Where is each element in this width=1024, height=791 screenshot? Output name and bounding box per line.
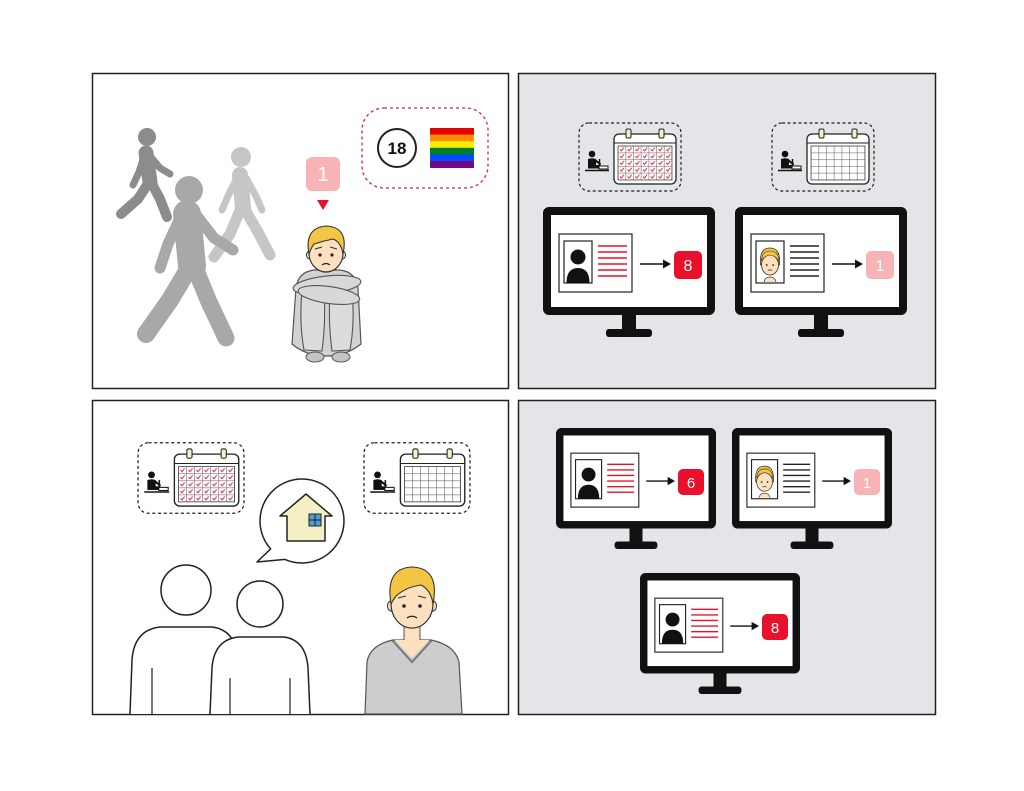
walking-person-icon bbox=[116, 128, 174, 222]
boy-eye bbox=[330, 253, 334, 257]
boy-leg-right bbox=[328, 291, 354, 352]
monitor: 1 bbox=[735, 207, 907, 337]
person-back-view bbox=[209, 580, 311, 715]
count-badge-label: 8 bbox=[771, 620, 779, 637]
age-badge-label: 18 bbox=[388, 139, 407, 158]
walking-person-icon bbox=[208, 147, 276, 263]
age-badge-icon bbox=[377, 128, 417, 168]
boy-leg-left bbox=[300, 291, 326, 352]
count-badge-label: 1 bbox=[876, 258, 885, 275]
boy-eyebrows bbox=[397, 595, 427, 599]
boy-v-neck bbox=[391, 639, 433, 664]
count-badge bbox=[854, 469, 880, 495]
person-head bbox=[236, 580, 284, 628]
boy-shoe-left bbox=[305, 351, 325, 363]
boy-eye bbox=[318, 253, 322, 257]
count-badge-label: 1 bbox=[863, 475, 871, 492]
panel-3 bbox=[91, 399, 510, 716]
monitor: 8 bbox=[543, 207, 715, 337]
panel-4: 6 1 8 bbox=[517, 399, 937, 716]
count-badge-label: 6 bbox=[687, 475, 695, 492]
walking-person-icon bbox=[137, 176, 239, 347]
boy-eye bbox=[402, 604, 406, 608]
boy-hair bbox=[389, 566, 435, 606]
boy-hair bbox=[307, 225, 345, 257]
sad-boy-icon bbox=[291, 225, 362, 363]
rainbow-flag-icon bbox=[430, 128, 474, 168]
count-badge-label: 8 bbox=[684, 258, 693, 275]
boy-arm bbox=[297, 284, 361, 306]
alert-badge-count: 1 bbox=[317, 164, 328, 186]
person-body bbox=[209, 636, 311, 715]
alert-badge-box bbox=[306, 157, 340, 191]
sad-boy-icon bbox=[364, 566, 463, 715]
boy-shoe-right bbox=[331, 351, 351, 363]
monitor: 6 bbox=[556, 428, 716, 549]
boy-eye bbox=[418, 604, 422, 608]
alert-pointer-icon bbox=[317, 200, 329, 210]
identity-tags-frame bbox=[361, 107, 489, 189]
count-badge bbox=[678, 469, 704, 495]
house-icon bbox=[279, 493, 333, 542]
identity-tags: 18 bbox=[361, 107, 489, 189]
count-badge bbox=[762, 614, 788, 640]
boy-collar bbox=[395, 640, 429, 658]
count-badge bbox=[674, 251, 702, 279]
boy-eyebrows bbox=[314, 246, 338, 250]
person-head bbox=[160, 564, 212, 616]
panel-2: 8 1 bbox=[517, 72, 937, 390]
monitor: 8 bbox=[640, 573, 800, 694]
boy-mouth bbox=[321, 262, 331, 266]
count-badge bbox=[866, 251, 894, 279]
boy-mouth bbox=[406, 615, 418, 619]
speech-bubble bbox=[256, 478, 345, 564]
alert-badge: 1 bbox=[306, 157, 340, 210]
panel-1: 1 18 bbox=[91, 72, 510, 390]
monitor: 1 bbox=[732, 428, 892, 549]
